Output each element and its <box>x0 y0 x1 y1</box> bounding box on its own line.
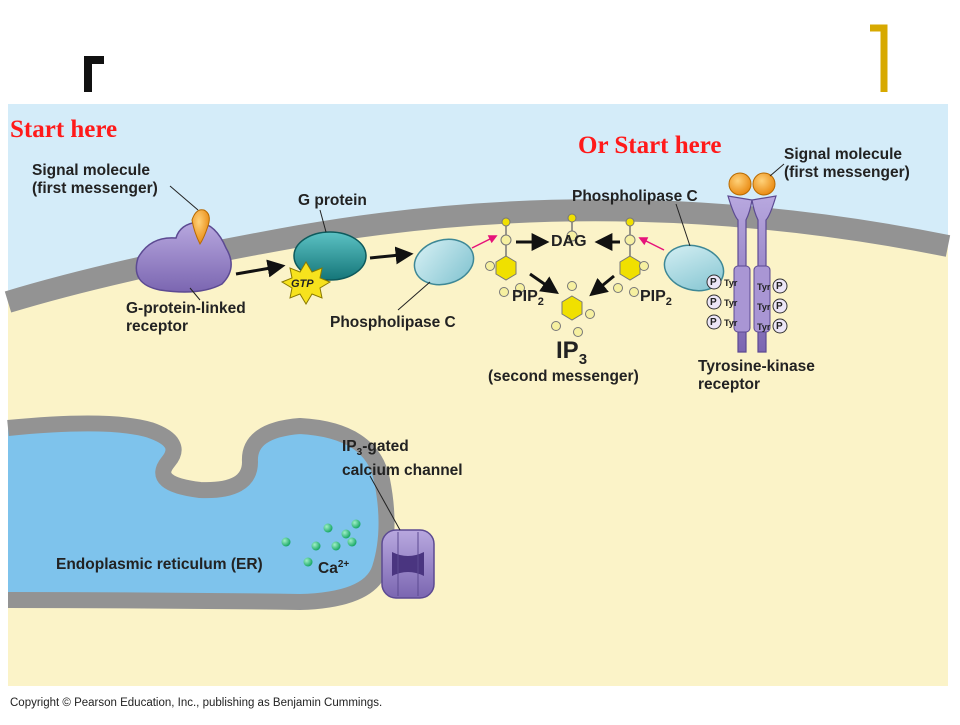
ip3-molecule <box>551 281 595 337</box>
receptor-right-line-1: Tyrosine-kinase <box>698 358 815 375</box>
ip3-label: IP3 <box>556 337 588 368</box>
signal-right-line-1: Signal molecule <box>784 146 903 163</box>
pip2-molecule-right <box>613 217 649 297</box>
signal-left-line-2: (first messenger) <box>32 180 158 197</box>
plc-left-leader <box>397 281 431 311</box>
phosphate-p-4: P <box>776 281 783 292</box>
tyr-label-5: Tyr <box>757 302 771 312</box>
bracket-top-left <box>84 56 104 92</box>
phosphate-groups <box>706 274 788 334</box>
pip2-molecule-left <box>485 217 525 297</box>
ip3-gated-channel-label: IP3-gated calcium channel <box>342 438 463 480</box>
tyr-label-6: Tyr <box>757 322 771 332</box>
phospholipase-c-left-label: Phospholipase C <box>330 314 456 331</box>
signal-molecule-right-label: Signal molecule (first messenger) <box>784 146 910 182</box>
gtp-star <box>280 261 332 305</box>
ip3-gated-line-2: calcium channel <box>342 462 463 480</box>
arrow-to-ip3-right <box>589 274 615 297</box>
g-protein-label: G protein <box>298 192 367 209</box>
g-protein <box>293 231 367 281</box>
channel-leader-line <box>369 475 401 531</box>
pink-arrow-left <box>471 235 498 249</box>
dag-label: DAG <box>551 233 587 250</box>
phosphate-p-1: P <box>710 277 717 288</box>
pip2-label-right: PIP2 <box>640 288 672 309</box>
phosphate-p-2: P <box>710 297 717 308</box>
tyr-label-4: Tyr <box>757 282 771 292</box>
receptor-left-line-1: G-protein-linked <box>126 300 246 317</box>
signal-right-leader <box>769 163 785 177</box>
signal-molecule-left <box>191 209 210 245</box>
tyr-label-1: Tyr <box>724 278 738 288</box>
tyr-label-2: Tyr <box>724 298 738 308</box>
tyrosine-kinase-receptor <box>727 195 777 353</box>
plasma-membrane <box>4 199 951 313</box>
start-here-label: Start here <box>10 116 118 143</box>
g-protein-linked-receptor-label: G-protein-linked receptor <box>126 300 246 336</box>
tyrosine-kinase-receptor-label: Tyrosine-kinase receptor <box>698 358 815 394</box>
er-label: Endoplasmic reticulum (ER) <box>56 556 263 573</box>
signal-left-leader <box>169 185 199 211</box>
er-lumen <box>8 423 387 602</box>
calcium-ions <box>281 519 361 567</box>
calcium-label: Ca2+ <box>318 559 350 578</box>
signal-molecule-right-b <box>752 172 776 196</box>
phospholipase-c-left <box>413 238 475 286</box>
signal-molecule-left-label: Signal molecule (first messenger) <box>32 162 158 198</box>
signal-right-line-2: (first messenger) <box>784 164 910 181</box>
g-protein-linked-receptor <box>135 221 232 293</box>
arrow-receptor-to-gprotein <box>235 259 286 278</box>
ip3-gated-line-1: IP3-gated <box>342 438 409 459</box>
bracket-top-right <box>870 24 888 92</box>
second-messenger-label: (second messenger) <box>488 368 639 385</box>
signal-molecule-right-a <box>728 172 752 196</box>
pip2-label-left: PIP2 <box>512 288 544 309</box>
phosphate-p-3: P <box>710 317 717 328</box>
pink-arrow-right <box>638 237 665 251</box>
receptor-right-line-2: receptor <box>698 376 761 393</box>
gtp-label: GTP <box>291 278 314 290</box>
copyright-notice: Copyright © Pearson Education, Inc., pub… <box>10 697 383 709</box>
phosphate-p-6: P <box>776 321 783 332</box>
plc-right-leader <box>675 203 691 247</box>
tyr-label-3: Tyr <box>724 318 738 328</box>
phospholipase-c-right-label: Phospholipase C <box>572 188 698 205</box>
g-protein-leader <box>319 209 327 233</box>
ip3-gated-calcium-channel <box>381 529 435 599</box>
signal-left-line-1: Signal molecule <box>32 162 151 179</box>
arrow-gprotein-to-plc <box>369 246 414 265</box>
extracellular-space <box>8 104 948 292</box>
receptor-left-leader <box>189 287 201 301</box>
er-membrane <box>7 415 395 611</box>
or-start-here-label: Or Start here <box>578 132 722 159</box>
arrow-to-ip3-left <box>529 272 559 295</box>
receptor-left-line-2: receptor <box>126 318 189 335</box>
dag-molecule <box>566 213 578 242</box>
phosphate-p-5: P <box>776 301 783 312</box>
